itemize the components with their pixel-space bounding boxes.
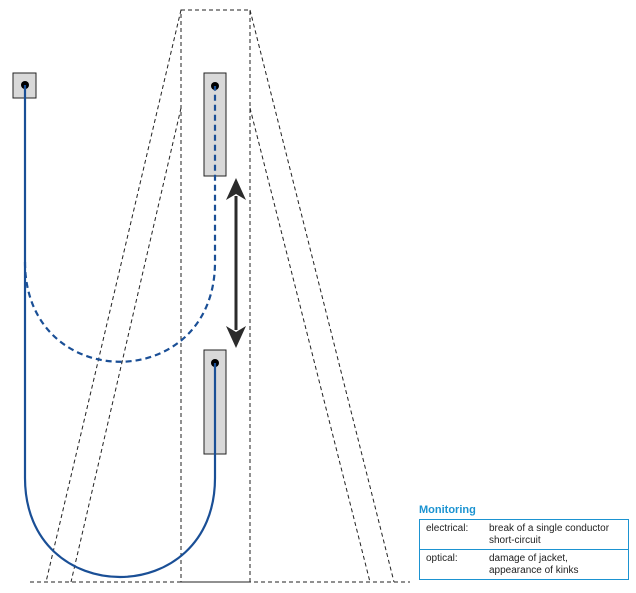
monitoring-title: Monitoring [419, 504, 476, 516]
monitoring-value-line: damage of jacket, [489, 553, 568, 564]
frame-diagonal-left-inner [70, 107, 182, 583]
frame-diagonal-right-outer [249, 9, 395, 583]
monitoring-table: electrical: break of a single conductor … [419, 519, 629, 580]
monitoring-value: damage of jacket, appearance of kinks [483, 549, 629, 580]
cable-upper-position [23, 86, 217, 363]
frame-diagonal-left-outer [45, 9, 182, 583]
monitoring-value-line: break of a single conductor [489, 523, 610, 534]
monitoring-key: electrical: [419, 519, 483, 550]
monitoring-value-line: appearance of kinks [489, 565, 579, 576]
monitoring-row-optical: optical: damage of jacket, appearance of… [419, 549, 629, 580]
monitoring-key: optical: [419, 549, 483, 580]
monitoring-row-electrical: electrical: break of a single conductor … [419, 519, 629, 550]
center-frame [180, 9, 251, 583]
frame-diagonal-right-inner [249, 107, 371, 583]
double-arrow-icon [226, 178, 246, 348]
monitoring-value-line: short-circuit [489, 535, 541, 546]
cable-lower-position [23, 85, 217, 579]
monitoring-value: break of a single conductor short-circui… [483, 519, 629, 550]
